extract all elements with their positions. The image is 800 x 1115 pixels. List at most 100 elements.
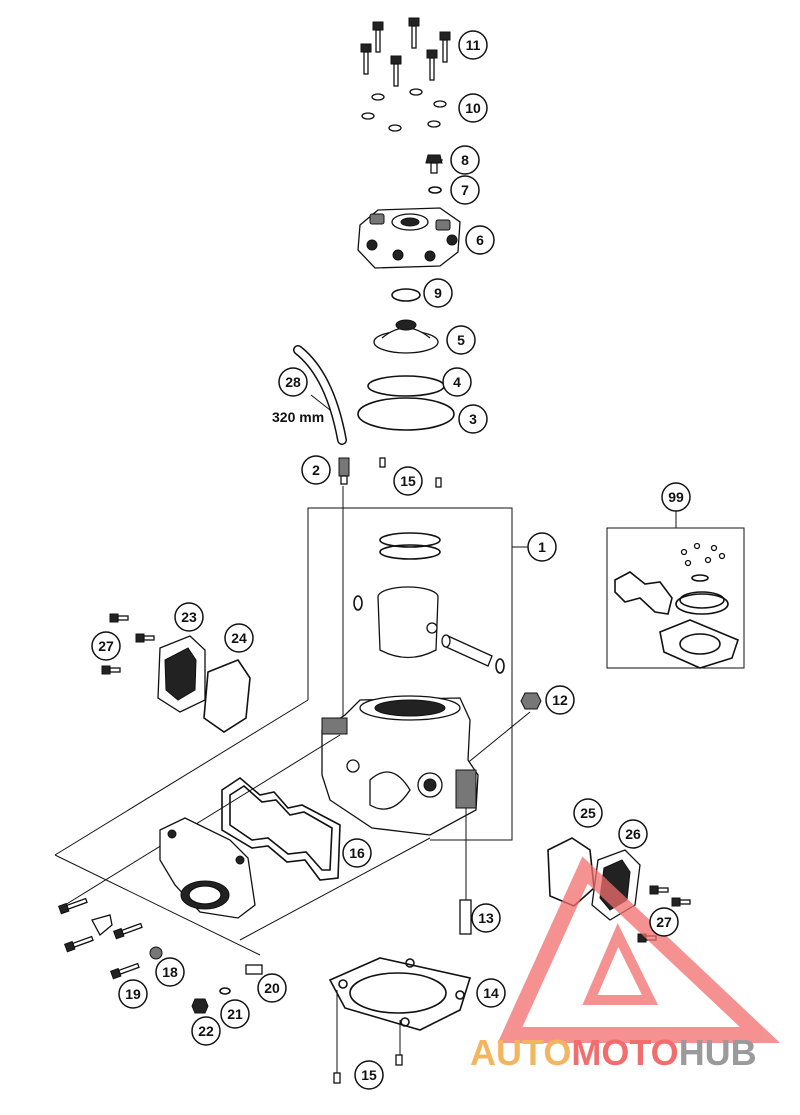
- svg-text:4: 4: [453, 374, 461, 390]
- watermark-auto: AUTO: [470, 1032, 571, 1073]
- callout-10: 10: [458, 93, 488, 123]
- cylinder: [321, 695, 479, 836]
- plug-washer: [428, 186, 442, 194]
- washer-21: [219, 987, 231, 995]
- callout-99: 99: [661, 482, 691, 512]
- hose-nipple: [338, 457, 350, 485]
- svg-text:18: 18: [162, 964, 178, 980]
- cylinder-base-gasket: [328, 957, 472, 1031]
- svg-text:9: 9: [434, 285, 442, 301]
- callout-3: 3: [458, 404, 488, 434]
- svg-text:27: 27: [656, 914, 672, 930]
- cylinder-stud: [459, 899, 472, 935]
- callout-27-right: 27: [649, 907, 679, 937]
- watermark-moto: MOTO: [571, 1032, 678, 1073]
- callout-24: 24: [224, 623, 254, 653]
- callout-leaders: [310, 159, 443, 411]
- svg-text:13: 13: [478, 910, 494, 926]
- piston-pin: [441, 634, 493, 667]
- manifold-clip: [91, 914, 113, 937]
- callout-28: 28: [278, 367, 308, 397]
- svg-text:23: 23: [181, 609, 197, 625]
- callout-2: 2: [301, 455, 331, 485]
- callout-15-bottom: 15: [354, 1060, 384, 1090]
- dowel-pin-bottom-2: [333, 1072, 341, 1084]
- callout-9: 9: [423, 278, 453, 308]
- svg-text:5: 5: [457, 332, 465, 348]
- svg-text:22: 22: [198, 1023, 214, 1039]
- dowel-pin-top-1: [379, 457, 386, 468]
- intake-manifold: [159, 817, 256, 919]
- svg-text:24: 24: [231, 630, 247, 646]
- callout-4: 4: [442, 367, 472, 397]
- washer-18: [149, 946, 163, 960]
- piston-circlip-right: [495, 658, 505, 674]
- svg-text:15: 15: [400, 473, 416, 489]
- exhaust-control-cover: [157, 635, 206, 713]
- watermark-hub: HUB: [679, 1032, 757, 1073]
- callout-5: 5: [446, 325, 476, 355]
- callout-6: 6: [465, 225, 495, 255]
- svg-text:19: 19: [125, 986, 141, 1002]
- cylinder-nut: [520, 692, 542, 710]
- piston: [377, 586, 439, 659]
- cylinder-kit-frame: [307, 486, 528, 841]
- nut-22: [191, 998, 209, 1014]
- callout-11: 11: [458, 30, 488, 60]
- svg-text:27: 27: [98, 638, 114, 654]
- piston-ring-1: [379, 532, 441, 548]
- piston-ring-2: [379, 544, 441, 560]
- cylinder-head: [357, 207, 461, 269]
- intake-gasket: [221, 776, 341, 881]
- svg-text:99: 99: [668, 489, 684, 505]
- svg-text:11: 11: [466, 37, 481, 53]
- manifold-bolts: [57, 897, 143, 980]
- svg-text:12: 12: [552, 692, 568, 708]
- piston-circlip-left: [353, 595, 363, 611]
- o-ring-4: [367, 375, 445, 397]
- o-ring-small: [391, 288, 421, 302]
- sleeve-20: [245, 964, 263, 975]
- svg-text:21: 21: [227, 1006, 243, 1022]
- combustion-insert: [373, 319, 439, 354]
- callout-13: 13: [471, 903, 501, 933]
- head-bolts: [360, 17, 451, 87]
- head-washers: [361, 88, 447, 132]
- dowel-pin-top-2: [435, 477, 442, 488]
- svg-text:3: 3: [469, 411, 477, 427]
- callout-27-left: 27: [91, 631, 121, 661]
- svg-text:25: 25: [580, 805, 596, 821]
- callout-12: 12: [545, 685, 575, 715]
- callout-7: 7: [450, 175, 480, 205]
- watermark-logo: [497, 856, 781, 1043]
- plug-bolt: [425, 154, 443, 174]
- svg-text:14: 14: [483, 985, 499, 1001]
- cover-screws-left: [101, 613, 155, 675]
- svg-text:7: 7: [461, 182, 469, 198]
- o-ring-3: [357, 397, 455, 431]
- svg-text:10: 10: [465, 100, 481, 116]
- svg-text:26: 26: [625, 826, 641, 842]
- callout-14: 14: [476, 978, 506, 1008]
- svg-text:15: 15: [361, 1067, 377, 1083]
- callout-8: 8: [450, 145, 480, 175]
- callout-23: 23: [174, 602, 204, 632]
- svg-text:28: 28: [285, 374, 301, 390]
- cover-gasket-24: [203, 659, 251, 733]
- svg-text:1: 1: [538, 539, 546, 555]
- callout-21: 21: [220, 999, 250, 1029]
- svg-text:2: 2: [312, 462, 320, 478]
- callout-22: 22: [191, 1016, 221, 1046]
- svg-text:16: 16: [349, 845, 365, 861]
- callout-16: 16: [342, 838, 372, 868]
- hose-length-label: 320 mm: [272, 409, 324, 425]
- callout-1: 1: [527, 532, 557, 562]
- callout-25: 25: [573, 798, 603, 828]
- callout-18: 18: [155, 957, 185, 987]
- callout-15-top: 15: [393, 466, 423, 496]
- gasket-kit-box: [606, 511, 745, 669]
- svg-text:6: 6: [476, 232, 484, 248]
- callout-20: 20: [257, 973, 287, 1003]
- watermark-text: AUTOMOTOHUB: [470, 1032, 757, 1073]
